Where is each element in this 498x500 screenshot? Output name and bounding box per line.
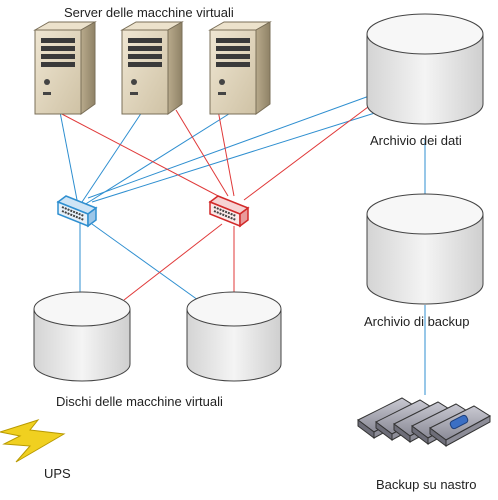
data-archive-label: Archivio dei dati <box>370 133 462 148</box>
red-links <box>57 103 373 301</box>
servers-label: Server delle macchine virtuali <box>64 5 234 20</box>
blue-links <box>59 94 426 395</box>
storage-cylinder-icon <box>33 291 131 382</box>
server-tower-icon <box>120 21 184 115</box>
network-switch-icon <box>208 195 250 228</box>
server-tower-icon <box>208 21 272 115</box>
network-switch-icon <box>56 195 98 228</box>
storage-cylinder-icon <box>366 193 484 305</box>
storage-cylinder-icon <box>366 13 484 125</box>
storage-cylinder-icon <box>186 291 282 382</box>
lightning-bolt-icon <box>0 419 66 463</box>
backup-archive-label: Archivio di backup <box>364 314 470 329</box>
connection-lines <box>57 94 426 395</box>
tape-backup-label: Backup su nastro <box>376 477 477 492</box>
server-group <box>33 21 272 115</box>
server-tower-icon <box>33 21 97 115</box>
ups-label: UPS <box>44 466 71 481</box>
vm-disks-label: Dischi delle macchine virtuali <box>56 394 223 409</box>
tape-cartridge-icon <box>357 397 491 447</box>
